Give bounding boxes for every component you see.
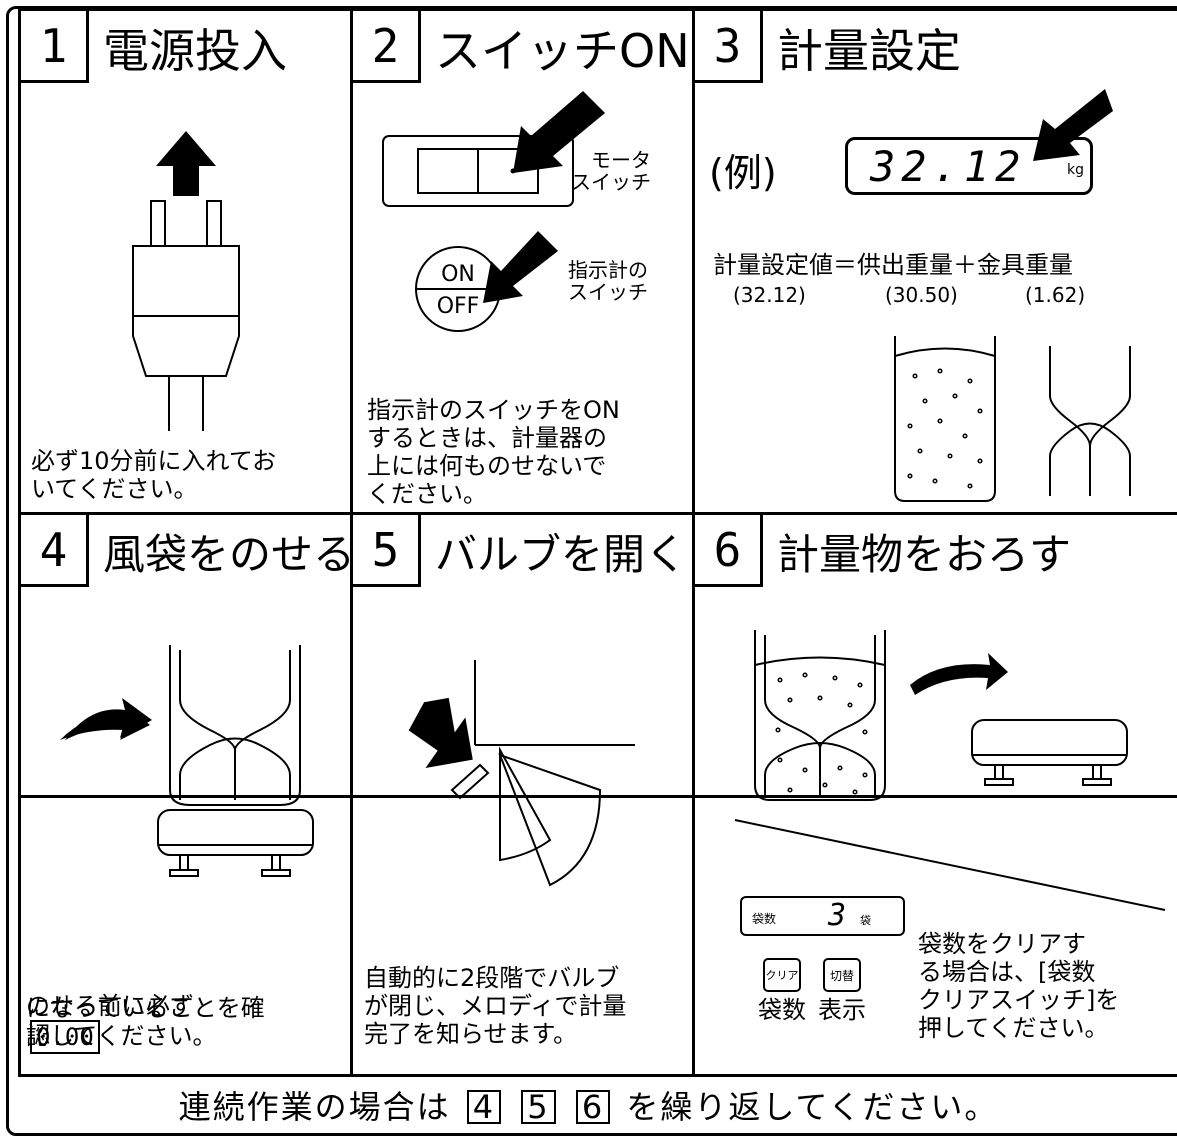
switch-button[interactable]: 切替 [823,958,861,992]
example-label: (例) [709,151,777,195]
divider-4-5 [350,512,353,1077]
step-title: 電源投入 [103,24,287,78]
valve-illustration [408,660,635,887]
panel-2-note: 指示計のスイッチをON するときは、計量器の 上には何ものせないで ください。 [367,396,620,508]
arrow-icon [1033,89,1113,161]
footer-step-5: 5 [521,1090,556,1124]
panel-1-note: 必ず10分前に入れてお いてください。 [31,447,277,503]
plug-illustration [132,131,240,431]
formula-value-1: (32.12) [733,283,806,307]
panel-4-note-after: になっていることを確 認してください。 [26,994,265,1050]
panel-4-note-before: のせる前に必ず [26,992,194,1020]
indicator-switch-label: 指示計の スイッチ [568,258,648,304]
zero-display: 0.00 [30,1020,100,1054]
bag-and-frame-illustration [894,336,1131,502]
display-value: 32.12 [870,142,1027,191]
panel-6-unload: 6 計量物をおろす [692,512,1177,798]
footer-step-4: 4 [466,1090,502,1124]
footer-after: を繰り返してください。 [626,1088,999,1126]
unload-illustration [734,630,1166,911]
formula-text: 計量設定値＝供出重量＋金具重量 [713,251,1073,279]
panel-4-note-line1: のせる前に必ず 0.00 [26,964,194,1054]
formula-value-3: (1.62) [1025,283,1086,307]
step-number: 1 [21,11,89,83]
step-number: 2 [353,11,421,83]
display-unit: kg [1067,162,1084,178]
step-title: スイッチON [435,24,690,78]
step-number: 6 [695,515,763,587]
scale-with-frame [65,645,314,877]
panel-2-switch: 2 スイッチON ON OFF モータ スイッチ 指示計の スイッチ 指示計のス… [350,8,695,515]
bag-counter-display: 袋数 3 袋 [740,896,905,936]
clear-caption: 袋数 [758,996,806,1024]
step-title: バルブを開く [435,530,688,579]
footer-before: 連続作業の場合は [178,1088,451,1126]
bottom-row-border [18,512,1177,1077]
switch-caption: 表示 [818,996,866,1024]
step-number: 4 [21,515,89,587]
step-title: 風袋をのせる [103,530,356,579]
left-border-bottom [18,512,21,1077]
footer-instruction: 連続作業の場合は 4 5 6 を繰り返してください。 [0,1082,1177,1128]
counter-unit: 袋 [860,914,871,927]
clear-button[interactable]: クリア [763,958,801,992]
step-title: 計量物をおろす [777,530,1072,579]
on-label: ON [441,262,475,287]
switch-illustration: ON OFF [382,91,605,332]
step-number: 5 [353,515,421,587]
weight-display: 32.12 kg [845,137,1093,195]
panel-5-note: 自動的に2段階でバルブ が閉じ、メロディで計量 完了を知らせます。 [364,964,627,1048]
footer-step-6: 6 [575,1090,611,1124]
divider-5-6 [692,512,695,1077]
panel-1-power: 1 電源投入 必ず10分前に入れてお いてください。 [18,8,353,515]
step-title: 計量設定 [777,24,961,78]
off-label: OFF [437,294,480,319]
step-number: 3 [695,11,763,83]
counter-label: 袋数 [752,912,777,926]
panel-6-note: 袋数をクリアす る場合は、[袋数 クリアスイッチ]を 押してください。 [918,930,1120,1042]
formula-value-2: (30.50) [885,283,958,307]
counter-value: 3 [828,898,847,933]
motor-switch-label: モータ スイッチ [571,148,651,194]
panel-3-setting: 3 計量設定 (例) 32.12 kg 計量設定値＝供出重量＋金具重量 (32.… [692,8,1177,515]
